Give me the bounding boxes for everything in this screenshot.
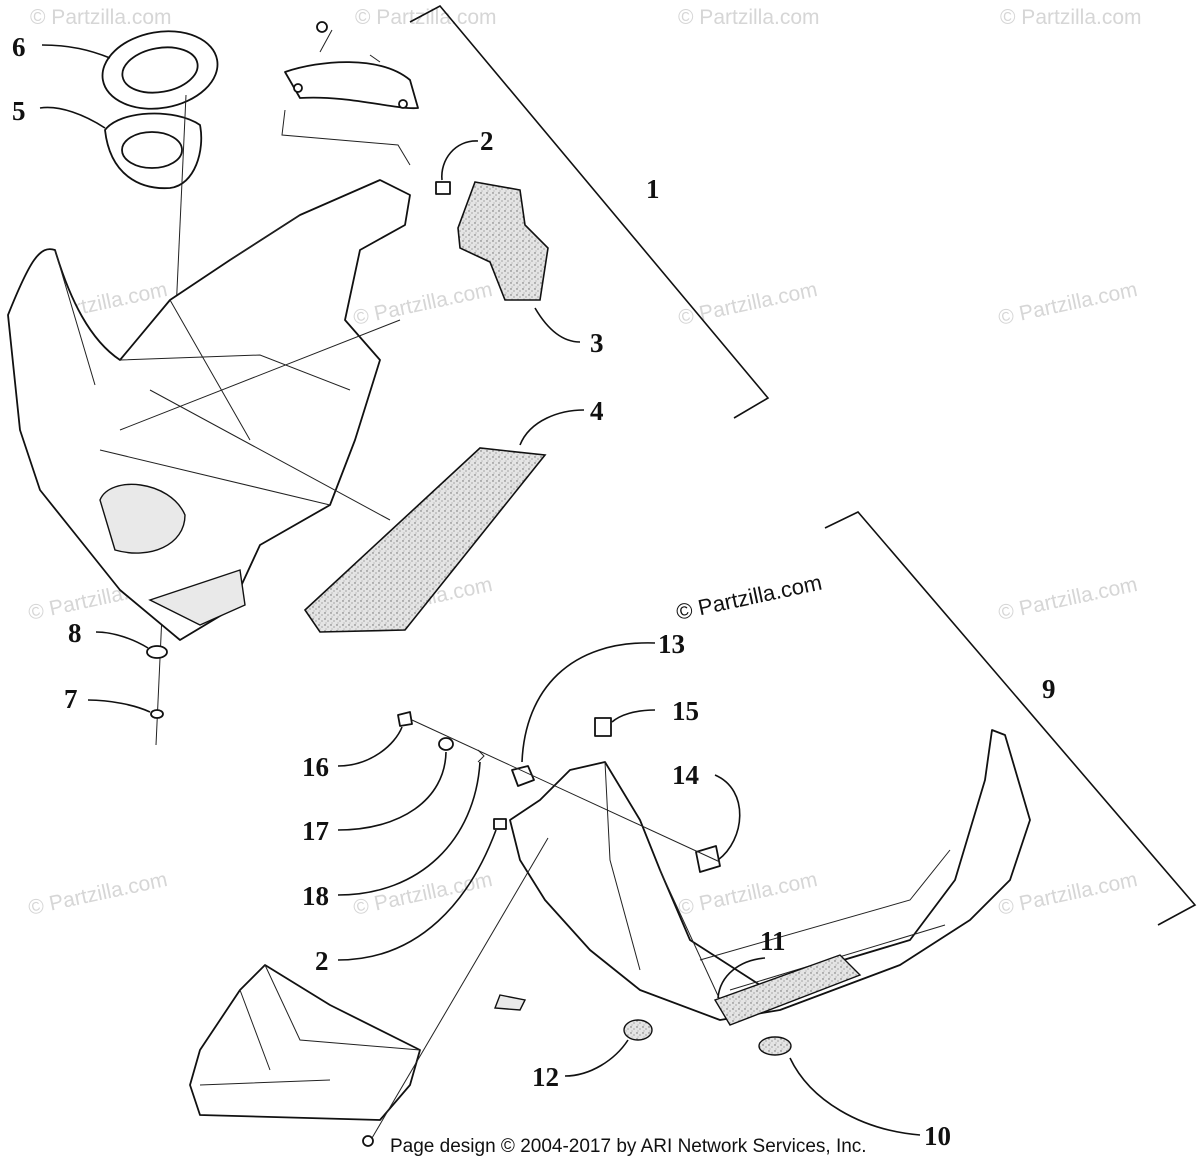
center-watermark: © Partzilla.com bbox=[674, 570, 824, 625]
leader-17 bbox=[337, 751, 447, 831]
callout-2: 2 bbox=[480, 126, 494, 156]
leader-3 bbox=[534, 307, 581, 343]
clip bbox=[435, 181, 451, 195]
callout-8: 8 bbox=[68, 618, 82, 648]
foam-pad bbox=[713, 954, 862, 1026]
callout-7: 7 bbox=[64, 684, 78, 714]
watermark: © Partzilla.com bbox=[676, 868, 819, 920]
callout-12: 12 bbox=[532, 1062, 559, 1092]
leader-6 bbox=[41, 44, 111, 59]
watermark: © Partzilla.com bbox=[996, 573, 1139, 625]
upper-bracket bbox=[284, 61, 419, 110]
washer bbox=[146, 645, 168, 659]
clip bbox=[477, 749, 485, 763]
leader-16 bbox=[337, 726, 403, 767]
clip bbox=[493, 818, 507, 830]
leader-2 bbox=[441, 140, 479, 181]
leader-7 bbox=[87, 699, 151, 713]
screw-icon bbox=[316, 21, 328, 33]
callout-13: 13 bbox=[658, 629, 685, 659]
callout-15: 15 bbox=[672, 696, 699, 726]
watermark: © Partzilla.com bbox=[996, 868, 1139, 920]
watermark: © Partzilla.com bbox=[351, 278, 494, 330]
watermark: © Partzilla.com bbox=[30, 6, 172, 29]
screw-icon bbox=[362, 1135, 374, 1147]
watermark: © Partzilla.com bbox=[676, 278, 819, 330]
footer-copyright: Page design © 2004-2017 by ARI Network S… bbox=[390, 1136, 867, 1157]
washer bbox=[438, 737, 454, 751]
callout-9: 9 bbox=[1042, 674, 1056, 704]
belly-pan bbox=[509, 729, 1031, 1021]
foam-pad bbox=[457, 181, 549, 301]
callout-16: 16 bbox=[302, 752, 329, 782]
grommet bbox=[511, 765, 535, 787]
upper-hood-assembly bbox=[7, 4, 770, 746]
foam-pad bbox=[758, 1036, 792, 1056]
callout-17: 17 bbox=[302, 816, 329, 846]
belly-pan-contours bbox=[604, 761, 951, 1001]
leader-18 bbox=[337, 761, 481, 896]
seal-ring-inner bbox=[121, 46, 199, 94]
watermark: © Partzilla.com bbox=[26, 868, 169, 920]
leader-14 bbox=[714, 774, 741, 861]
frame-insert bbox=[189, 964, 421, 1121]
bolt bbox=[397, 711, 413, 727]
watermark: © Partzilla.com bbox=[355, 6, 497, 29]
frame-insert-contours bbox=[199, 964, 421, 1086]
leader-12 bbox=[564, 1039, 629, 1077]
bracket-1 bbox=[409, 4, 770, 419]
bracket-hole bbox=[398, 99, 408, 109]
callout-2-lower: 2 bbox=[315, 946, 329, 976]
leader-8 bbox=[95, 631, 149, 649]
watermark: © Partzilla.com bbox=[1000, 6, 1142, 29]
lower-belly-pan-assembly bbox=[189, 511, 1197, 1147]
leader-13 bbox=[521, 642, 656, 763]
grommet bbox=[695, 845, 721, 873]
leader-5 bbox=[39, 106, 106, 129]
callout-1: 1 bbox=[646, 174, 660, 204]
hood-contours bbox=[54, 214, 351, 506]
callout-leaders bbox=[39, 44, 921, 1136]
hood-reference-lines bbox=[119, 319, 401, 521]
bracket-leader bbox=[281, 109, 411, 166]
belly-pan-tab bbox=[494, 994, 527, 1011]
screw-alignment-line bbox=[371, 837, 549, 1139]
watermark: © Partzilla.com bbox=[996, 278, 1139, 330]
bracket-detail bbox=[319, 29, 381, 63]
callout-14: 14 bbox=[672, 760, 699, 790]
leader-4 bbox=[519, 409, 585, 446]
foam-strip bbox=[303, 447, 547, 633]
leader-10 bbox=[789, 1057, 921, 1136]
watermark: © Partzilla.com bbox=[351, 868, 494, 920]
bolt-head bbox=[150, 709, 164, 719]
fastener-alignment-line bbox=[411, 719, 721, 863]
bracket-9 bbox=[824, 511, 1197, 926]
callout-3: 3 bbox=[590, 328, 604, 358]
leader-2-lower bbox=[337, 829, 497, 961]
callout-18: 18 bbox=[302, 881, 329, 911]
hood-opening bbox=[99, 483, 186, 554]
bracket-hole bbox=[293, 83, 303, 93]
leader-15 bbox=[611, 709, 656, 723]
callout-numbers: 6 5 2 1 3 4 8 7 9 13 15 14 16 17 18 2 11… bbox=[12, 32, 1056, 1151]
mounting-plate-hole bbox=[121, 131, 183, 169]
callout-10: 10 bbox=[924, 1121, 951, 1151]
callout-6: 6 bbox=[12, 32, 26, 62]
callout-4: 4 bbox=[590, 396, 604, 426]
callout-5: 5 bbox=[12, 96, 26, 126]
fastener-nut bbox=[594, 717, 612, 737]
hood-lower-flap bbox=[148, 569, 246, 626]
callout-11: 11 bbox=[760, 926, 786, 956]
leader-11 bbox=[717, 957, 766, 999]
watermark: © Partzilla.com bbox=[678, 6, 820, 29]
foam-pad bbox=[623, 1019, 653, 1041]
